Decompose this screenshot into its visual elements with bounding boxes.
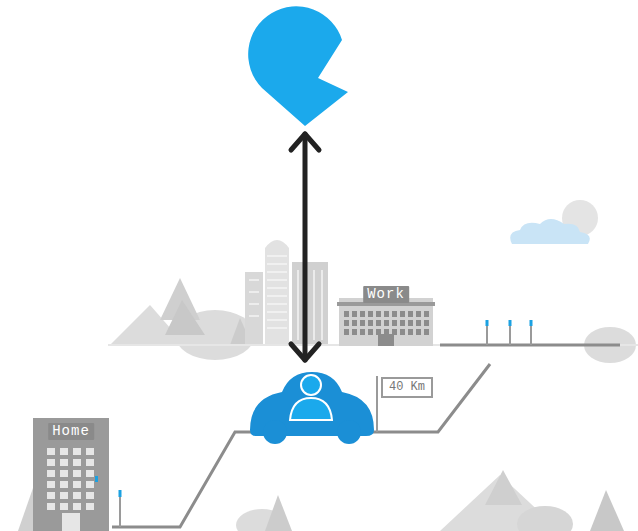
light xyxy=(95,476,98,482)
window xyxy=(416,320,421,326)
tree xyxy=(165,300,205,335)
window xyxy=(47,448,55,455)
window xyxy=(392,320,397,326)
hills-upper xyxy=(110,278,636,363)
window xyxy=(73,448,81,455)
tree xyxy=(265,495,292,531)
window xyxy=(408,311,413,317)
building-body xyxy=(33,418,109,531)
window xyxy=(384,311,389,317)
window xyxy=(47,459,55,466)
window xyxy=(60,481,68,488)
window xyxy=(47,492,55,499)
window xyxy=(86,448,94,455)
car-icon xyxy=(250,372,374,444)
window xyxy=(352,320,357,326)
skyline xyxy=(245,240,328,345)
window xyxy=(392,311,397,317)
window xyxy=(424,311,429,317)
window xyxy=(60,459,68,466)
door xyxy=(62,513,80,531)
road-post xyxy=(119,492,121,527)
road-posts xyxy=(486,320,533,345)
window xyxy=(368,320,373,326)
window xyxy=(73,470,81,477)
window xyxy=(47,503,55,510)
sign-post xyxy=(376,376,378,432)
window xyxy=(344,329,349,335)
window xyxy=(86,459,94,466)
road xyxy=(112,364,490,527)
window xyxy=(384,320,389,326)
window xyxy=(73,481,81,488)
window xyxy=(60,448,68,455)
window xyxy=(424,320,429,326)
person-body xyxy=(290,398,332,420)
window xyxy=(416,311,421,317)
window xyxy=(424,329,429,335)
bush xyxy=(517,506,573,531)
window xyxy=(400,329,405,335)
tree xyxy=(485,470,522,505)
tower xyxy=(265,248,289,345)
building-sign: Home xyxy=(48,423,94,440)
building-sign: Work xyxy=(363,286,409,303)
window xyxy=(368,329,373,335)
window xyxy=(408,329,413,335)
tower-top xyxy=(265,240,289,248)
car-wheel xyxy=(337,420,361,444)
tower xyxy=(292,262,328,345)
window xyxy=(400,311,405,317)
tower-windows xyxy=(249,256,322,340)
window xyxy=(400,320,405,326)
person-head xyxy=(301,375,321,395)
location-pin xyxy=(248,6,348,126)
window xyxy=(344,311,349,317)
window xyxy=(408,320,413,326)
window xyxy=(360,311,365,317)
car-wheel xyxy=(263,420,287,444)
window xyxy=(86,503,94,510)
road-post-light xyxy=(119,490,122,497)
window xyxy=(352,311,357,317)
distance-sign: 40 Km xyxy=(381,377,433,398)
window xyxy=(368,311,373,317)
window xyxy=(60,503,68,510)
window xyxy=(73,492,81,499)
window xyxy=(86,492,94,499)
window xyxy=(86,470,94,477)
tree xyxy=(590,490,624,531)
window xyxy=(360,329,365,335)
window xyxy=(60,492,68,499)
window xyxy=(416,329,421,335)
window xyxy=(360,320,365,326)
double-arrow xyxy=(291,134,319,360)
window xyxy=(376,311,381,317)
window xyxy=(47,470,55,477)
window xyxy=(60,470,68,477)
cloud xyxy=(510,219,590,244)
door xyxy=(378,334,394,346)
window xyxy=(73,503,81,510)
window xyxy=(344,320,349,326)
window xyxy=(376,320,381,326)
tower xyxy=(245,272,263,345)
building: Home xyxy=(33,418,109,531)
window xyxy=(73,459,81,466)
building: Work xyxy=(337,286,435,346)
window xyxy=(47,481,55,488)
window xyxy=(86,481,94,488)
window xyxy=(352,329,357,335)
